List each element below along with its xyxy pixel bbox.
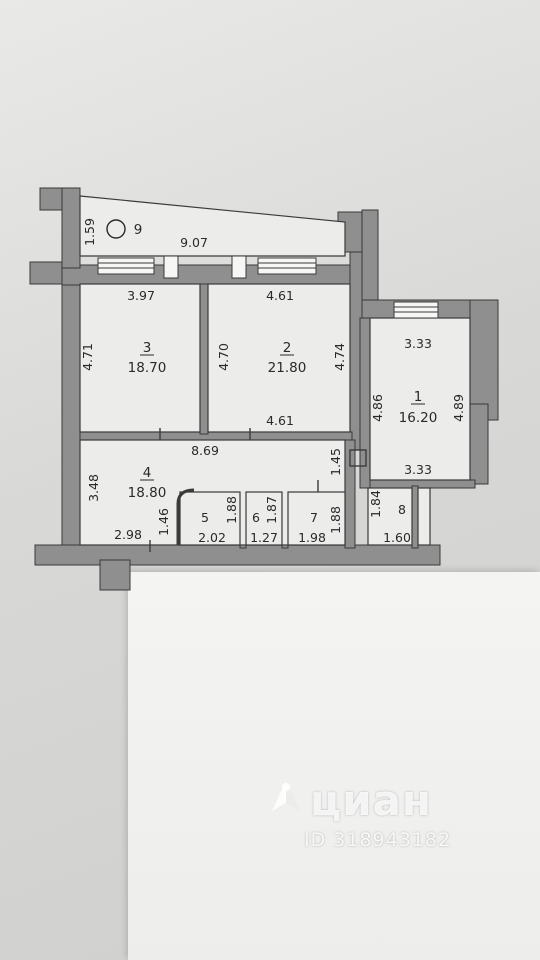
dim-hall-length: 8.69 [191, 443, 219, 458]
dim-r2-height-left: 4.70 [216, 343, 231, 371]
bath-curve [176, 488, 195, 545]
dim-r3-width: 3.97 [127, 288, 155, 303]
dim-r3-height: 4.71 [80, 343, 95, 371]
room-6-area: 1.27 [250, 530, 278, 545]
watermark-logo: циан [268, 776, 451, 825]
room-7-area: 1.98 [298, 530, 326, 545]
dim-hall-height: 3.48 [86, 474, 101, 502]
dim-r1-height-left: 4.86 [370, 394, 385, 422]
room-labels: 1 16.20 2 21.80 3 18.70 4 18.80 5 2.02 6… [128, 222, 438, 545]
circle-fixture-icon [106, 219, 126, 239]
room-4-area: 18.80 [128, 485, 167, 501]
room-7-number: 7 [310, 510, 318, 525]
dim-hall-gap: 1.46 [156, 508, 171, 536]
dim-r6-height: 1.87 [264, 496, 279, 524]
room-5-area: 2.02 [198, 530, 226, 545]
door-marks [149, 428, 367, 552]
dim-corridor: 1.45 [328, 448, 343, 476]
dim-r5-height: 1.88 [224, 496, 239, 524]
room-3-number: 3 [143, 340, 152, 356]
room-4-number: 4 [143, 465, 152, 481]
room-5-number: 5 [201, 510, 209, 525]
watermark: циан ID 318943182 [268, 776, 451, 851]
dim-balcony-depth: 1.59 [82, 218, 97, 246]
room-2-area: 21.80 [268, 360, 307, 376]
dim-hall-width-bottom: 2.98 [114, 527, 142, 542]
room-6-number: 6 [252, 510, 260, 525]
dim-r2-height-right: 4.74 [332, 343, 347, 371]
dim-r1-width-top: 3.33 [404, 336, 432, 351]
room-1-number: 1 [414, 389, 423, 405]
room-floors [79, 283, 471, 546]
dim-r8-height: 1.84 [368, 490, 383, 518]
overlapping-paper-sheet [128, 572, 540, 960]
dim-r7-height: 1.88 [328, 506, 343, 534]
room-3-area: 18.70 [128, 360, 167, 376]
dim-balcony-length: 9.07 [180, 235, 208, 250]
watermark-brand: циан [310, 776, 432, 825]
dim-r1-width-bottom: 3.33 [404, 462, 432, 477]
pin-icon [272, 780, 300, 811]
windows [97, 255, 439, 319]
room-8-number: 8 [398, 502, 406, 517]
room-2-number: 2 [283, 340, 292, 356]
dim-r2-width-bottom: 4.61 [266, 413, 294, 428]
dimension-labels: 1.59 9.07 3.97 4.71 4.61 4.61 4.70 4.74 … [80, 218, 466, 542]
dim-r1-height-right: 4.89 [451, 394, 466, 422]
room-9-number: 9 [134, 222, 143, 238]
balcony-outline [79, 195, 346, 257]
room-1-area: 16.20 [399, 410, 438, 426]
room-8-area: 1.60 [383, 530, 411, 545]
watermark-id: ID 318943182 [304, 829, 452, 851]
dim-r2-width-top: 4.61 [266, 288, 294, 303]
